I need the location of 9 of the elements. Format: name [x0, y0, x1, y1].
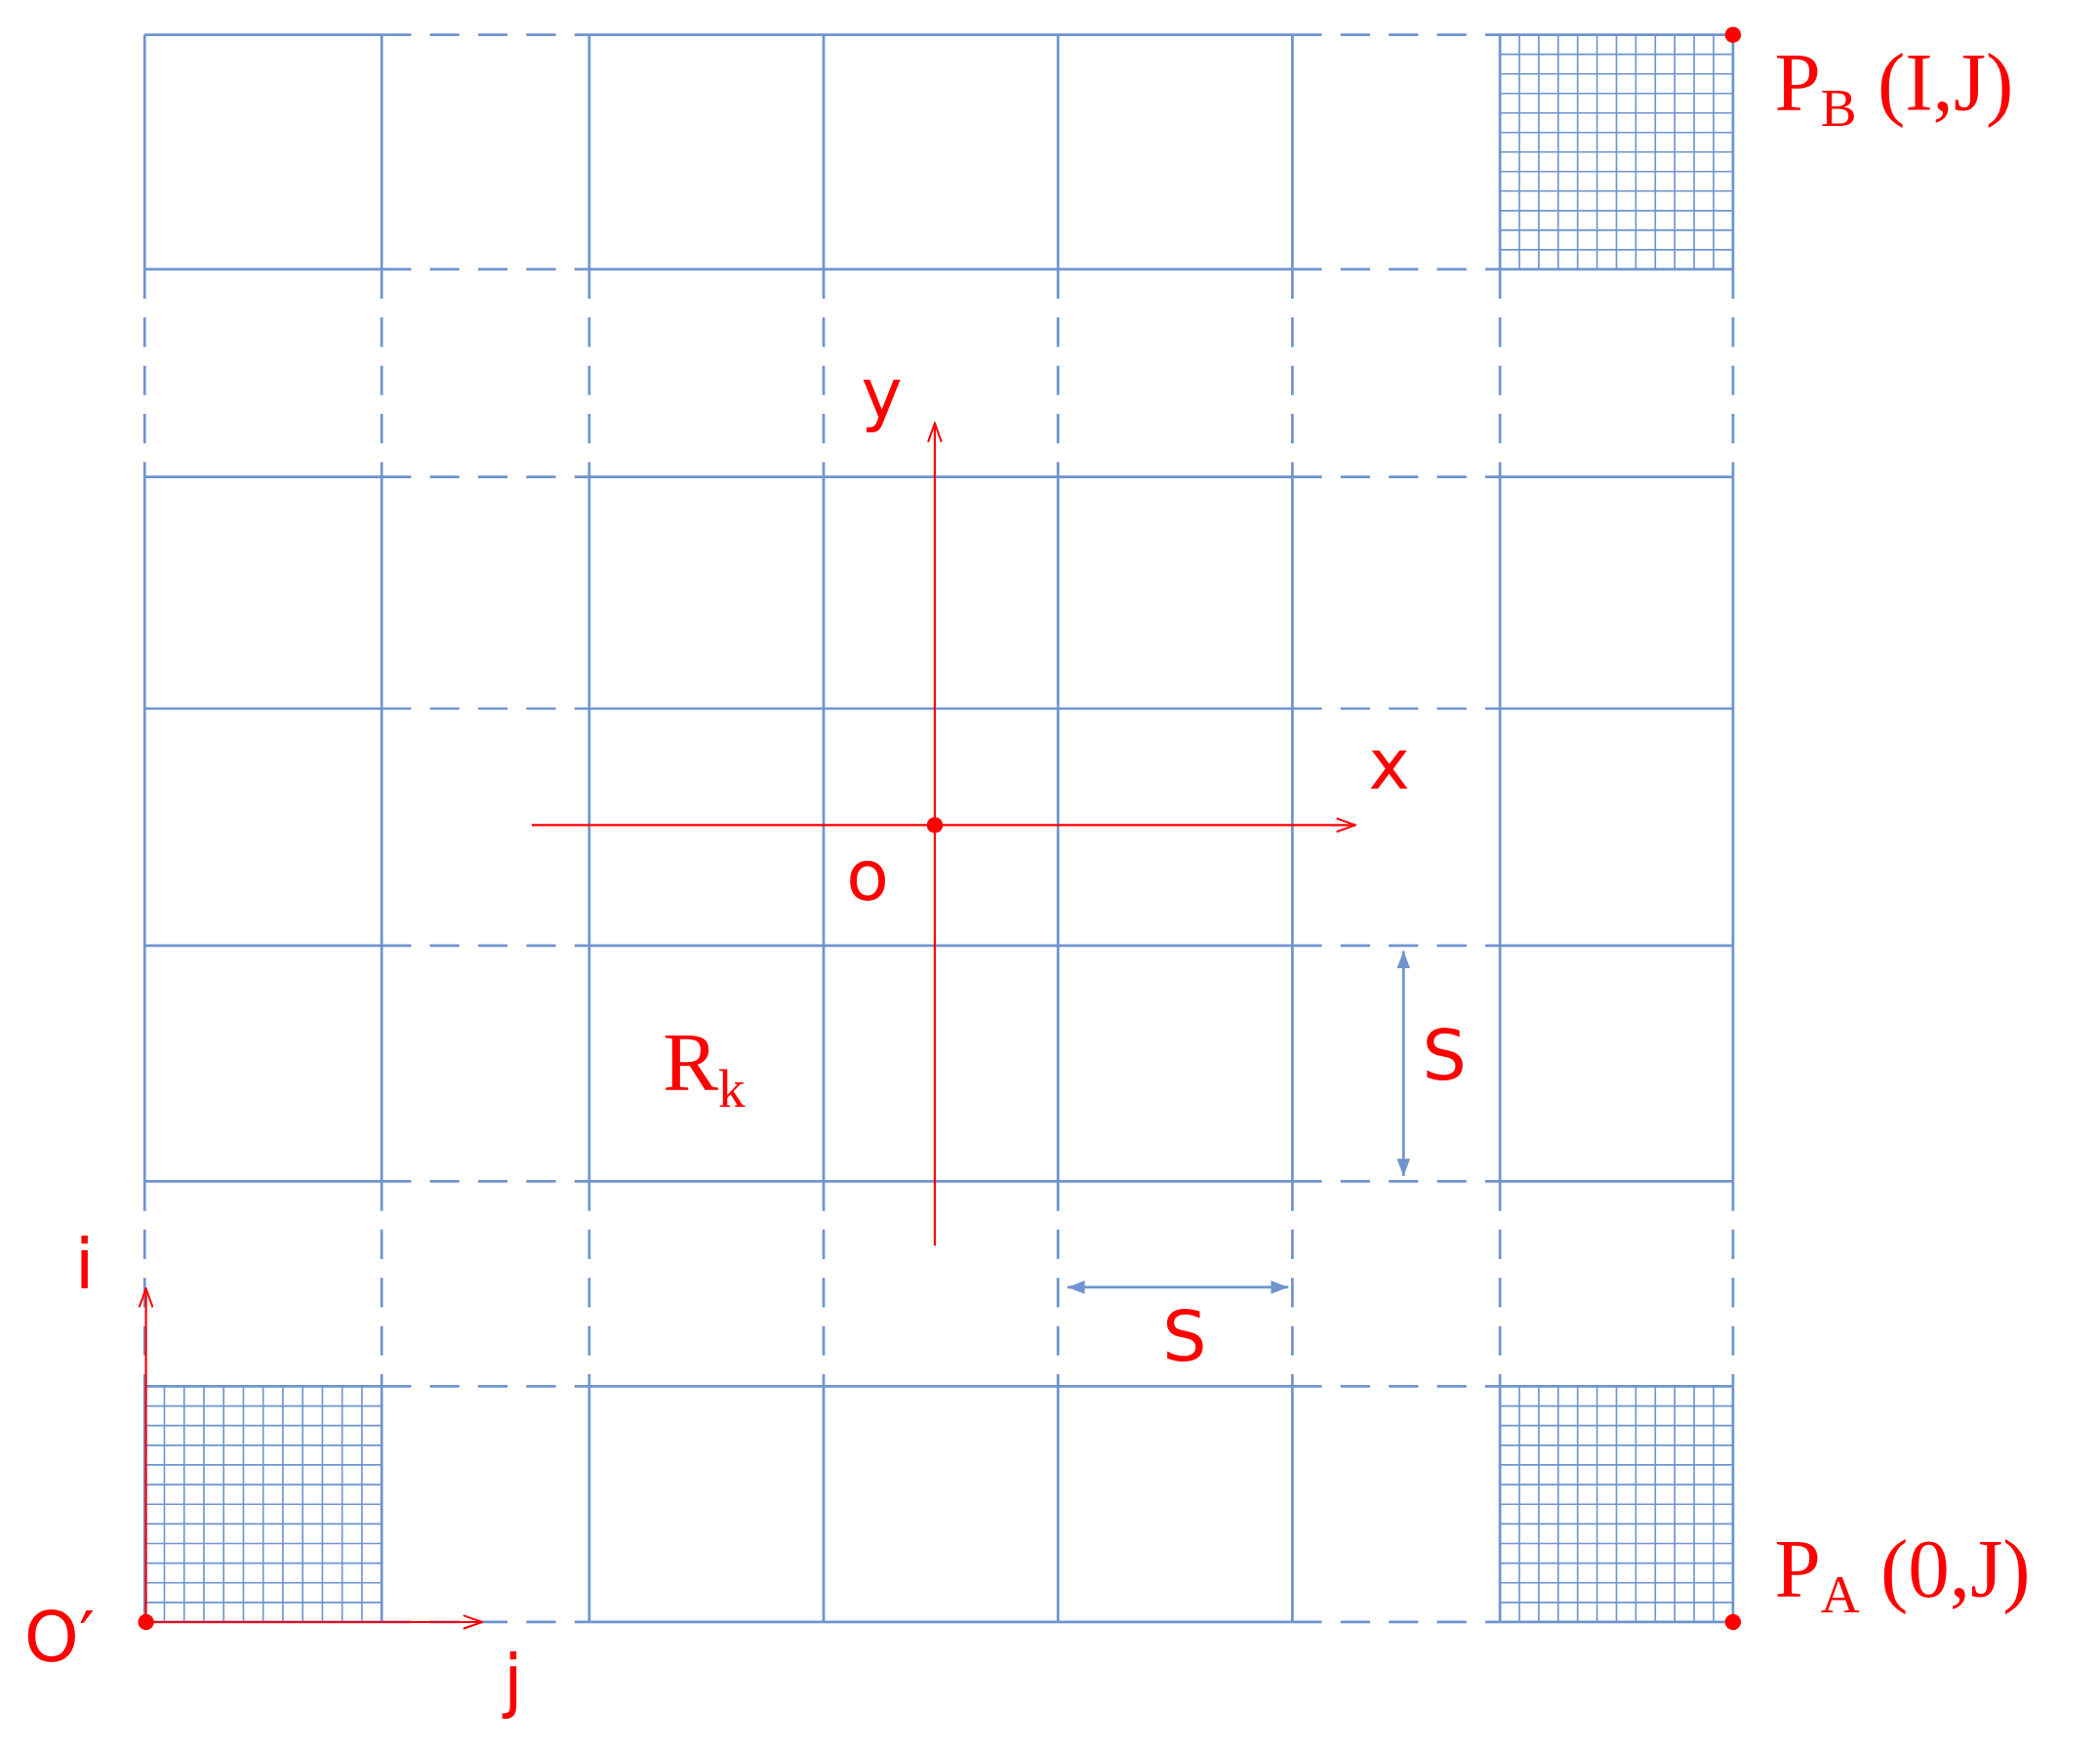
region-label: R$_{k}$ — [663, 1020, 746, 1117]
dimension-label: S — [1422, 1020, 1467, 1091]
origin-label: O′ — [23, 1602, 96, 1672]
dimension-label: S — [1162, 1301, 1207, 1372]
axis-label: i — [74, 1229, 95, 1300]
point-label: P$_{A}$ (0,J) — [1774, 1526, 2031, 1623]
axis-label: x — [1368, 729, 1410, 800]
point-label: P$_{B}$ (I,J) — [1774, 40, 2014, 137]
origin-label: o — [846, 840, 890, 912]
